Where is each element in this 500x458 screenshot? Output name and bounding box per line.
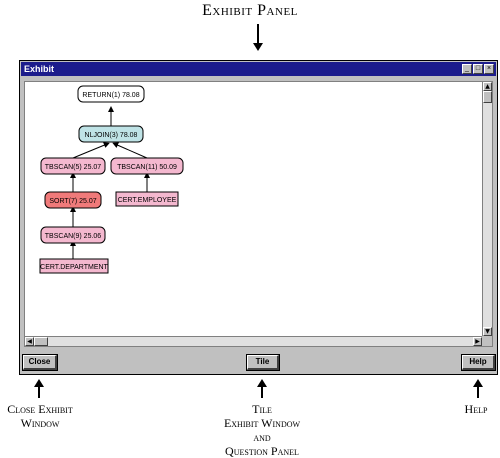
- node-employee-label: CERT.EMPLOYEE: [118, 197, 177, 204]
- exhibit-window: Exhibit _ □ × RETURN(1) 78.08 NLJOIN(3) …: [19, 60, 498, 375]
- vertical-scrollbar[interactable]: ▲ ▼: [482, 82, 492, 336]
- exhibit-panel-label: Exhibit Panel: [202, 2, 298, 19]
- vertical-scroll-thumb[interactable]: [483, 91, 492, 103]
- node-tbscan9[interactable]: [40, 226, 106, 244]
- minimize-button[interactable]: _: [462, 64, 472, 74]
- node-return-label: RETURN(1) 78.08: [82, 92, 139, 99]
- scroll-down-icon[interactable]: ▼: [483, 327, 492, 336]
- exhibit-content: RETURN(1) 78.08 NLJOIN(3) 78.08 TBSCAN(5…: [24, 81, 493, 347]
- scroll-up-icon[interactable]: ▲: [483, 82, 492, 91]
- node-nljoin-label: NLJOIN(3) 78.08: [85, 132, 138, 139]
- window-title: Exhibit: [24, 64, 55, 74]
- node-sort-label: SORT(7) 25.07: [49, 198, 96, 205]
- node-sort[interactable]: [44, 191, 102, 209]
- title-bar[interactable]: Exhibit _ □ ×: [21, 62, 496, 76]
- close-button[interactable]: Close: [22, 354, 58, 371]
- close-annotation: Close Exhibit Window: [7, 402, 73, 430]
- horizontal-scroll-thumb[interactable]: [34, 337, 48, 346]
- close-window-button[interactable]: ×: [484, 64, 494, 74]
- help-annotation: Help: [464, 402, 488, 416]
- node-employee[interactable]: [115, 191, 179, 207]
- tile-button[interactable]: Tile: [246, 354, 280, 371]
- node-tbscan9-label: TBSCAN(9) 25.06: [45, 233, 102, 240]
- help-button[interactable]: Help: [461, 354, 496, 371]
- node-tbscan5[interactable]: [40, 157, 106, 175]
- node-tbscan11[interactable]: [110, 157, 184, 175]
- tile-annotation: Tile Exhibit Window and Question Panel: [223, 402, 301, 458]
- node-tbscan11-label: TBSCAN(11) 50.09: [117, 164, 177, 171]
- node-department-label: CERT.DEPARTMENT: [40, 264, 108, 271]
- scroll-left-icon[interactable]: ◀: [25, 337, 34, 346]
- access-plan-graph: RETURN(1) 78.08 NLJOIN(3) 78.08 TBSCAN(5…: [39, 85, 184, 274]
- scrollbar-corner: [482, 336, 492, 346]
- edge-tbscan5-nljoin: [72, 142, 110, 159]
- edge-tbscan11-nljoin: [112, 142, 148, 159]
- node-nljoin[interactable]: [78, 125, 144, 143]
- scroll-right-icon[interactable]: ▶: [473, 337, 482, 346]
- node-tbscan5-label: TBSCAN(5) 25.07: [45, 164, 102, 171]
- maximize-button[interactable]: □: [473, 64, 483, 74]
- node-return[interactable]: [77, 85, 145, 103]
- node-department[interactable]: [39, 258, 109, 274]
- horizontal-scrollbar[interactable]: ◀ ▶: [25, 336, 482, 346]
